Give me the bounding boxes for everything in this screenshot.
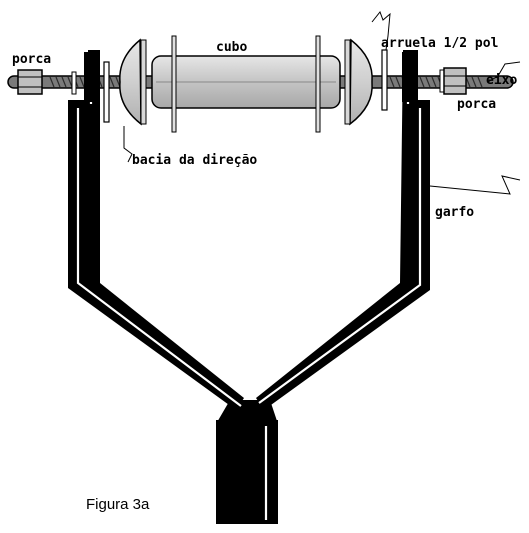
label-arruela: arruela 1/2 pol [381, 36, 499, 51]
leader-eixo [487, 61, 521, 83]
washer-left [103, 61, 110, 123]
leader-garfo [429, 175, 521, 195]
bearing-cup-left [119, 38, 147, 126]
label-garfo: garfo [435, 205, 475, 220]
fork [68, 50, 430, 524]
washer-right [381, 49, 388, 111]
label-eixo: eixo [486, 73, 518, 88]
leader-lines [123, 11, 521, 195]
leader-bacia [123, 126, 133, 163]
nut-right [443, 67, 467, 95]
hub-flange-left [171, 35, 177, 133]
label-porca-right: porca [457, 97, 497, 112]
leader-arruela [371, 11, 391, 51]
label-cubo: cubo [216, 40, 248, 55]
bearing-cup-right [344, 38, 373, 126]
hub [151, 35, 341, 133]
hub-flange-right [315, 35, 321, 133]
washer-outer-left [71, 71, 77, 95]
figure-caption: Figura 3a [86, 496, 150, 513]
nut-left [17, 69, 43, 95]
label-porca-left: porca [12, 52, 52, 67]
label-bacia: bacia da direção [132, 153, 258, 168]
